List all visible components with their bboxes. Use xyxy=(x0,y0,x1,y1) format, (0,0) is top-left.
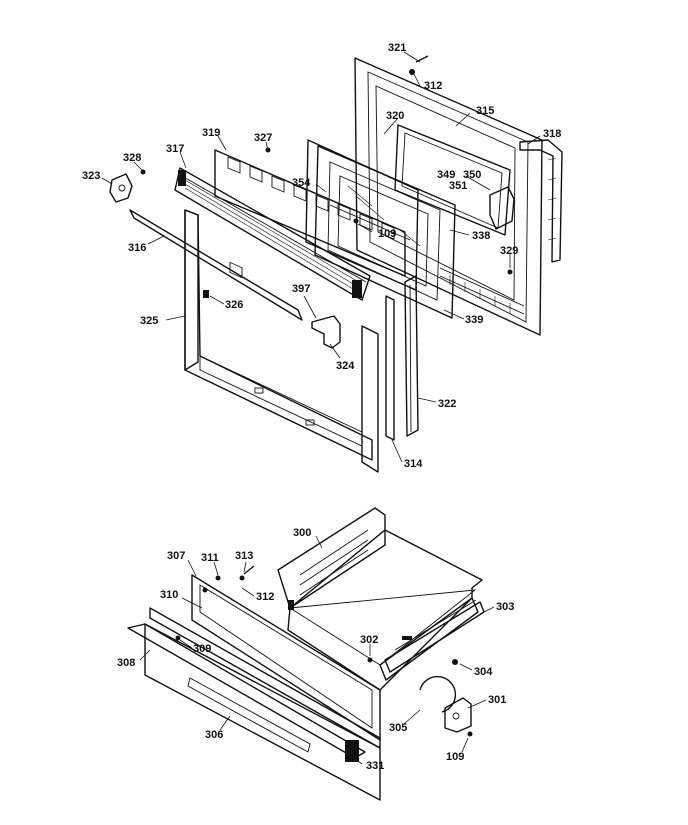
callout-320: 320 xyxy=(386,110,404,122)
callout-350: 350 xyxy=(463,169,481,181)
callout-307: 307 xyxy=(167,550,185,562)
callout-109: 109 xyxy=(446,751,464,763)
callout-305: 305 xyxy=(389,722,407,734)
outer-door-panel xyxy=(354,57,543,336)
callout-310: 310 xyxy=(160,589,178,601)
drawer-front xyxy=(127,607,381,801)
callout-326: 326 xyxy=(225,299,243,311)
callout-322: 322 xyxy=(438,398,456,410)
callout-327: 327 xyxy=(254,132,272,144)
callout-306: 306 xyxy=(205,729,223,741)
handle-cap xyxy=(311,315,341,349)
callout-338: 338 xyxy=(472,230,490,242)
callout-318: 318 xyxy=(543,128,561,140)
callout-317: 317 xyxy=(166,143,184,155)
drawer-assembly xyxy=(127,507,485,801)
callout-311: 311 xyxy=(201,552,219,564)
callout-315: 315 xyxy=(476,105,494,117)
top-vent-strip xyxy=(174,167,371,301)
vent-trim xyxy=(214,149,406,279)
callout-304: 304 xyxy=(474,666,493,678)
callout-302: 302 xyxy=(360,634,378,646)
callout-331: 331 xyxy=(366,760,384,772)
window-glass xyxy=(394,124,515,236)
callout-321: 321 xyxy=(388,42,406,54)
callout-339: 339 xyxy=(465,314,483,326)
callout-349: 349 xyxy=(437,169,455,181)
callout-324: 324 xyxy=(336,360,355,372)
oven-door-assembly xyxy=(109,55,563,473)
support-rod xyxy=(129,209,303,321)
drawer-body xyxy=(277,507,483,691)
callout-323: 323 xyxy=(82,170,100,182)
callout-301: 301 xyxy=(488,694,506,706)
door-gasket xyxy=(519,139,563,263)
leader-lines xyxy=(101,51,541,765)
drawer-bracket xyxy=(419,659,473,737)
door-frame xyxy=(184,209,379,473)
callout-314: 314 xyxy=(404,458,423,470)
callout-351: 351 xyxy=(449,180,467,192)
side-channel xyxy=(404,275,419,437)
callout-labels: 321 312 315 320 318 319 327 317 328 323 … xyxy=(82,42,561,772)
callout-328: 328 xyxy=(123,152,141,164)
callout-316: 316 xyxy=(128,242,146,254)
inner-glass-panel xyxy=(314,145,456,319)
callout-312: 312 xyxy=(424,80,442,92)
callout-300: 300 xyxy=(293,527,311,539)
door-seal xyxy=(385,295,395,441)
callout-109: 109 xyxy=(378,228,396,240)
callout-308: 308 xyxy=(117,657,135,669)
callout-303: 303 xyxy=(496,601,514,613)
callout-397: 397 xyxy=(292,283,310,295)
callout-354: 354 xyxy=(292,177,311,189)
callout-325: 325 xyxy=(140,315,158,327)
hinge-bracket xyxy=(109,169,146,203)
callout-309: 309 xyxy=(193,643,211,655)
callout-312: 312 xyxy=(256,591,274,603)
callout-319: 319 xyxy=(202,127,220,139)
callout-313: 313 xyxy=(235,550,253,562)
callout-329: 329 xyxy=(500,245,518,257)
